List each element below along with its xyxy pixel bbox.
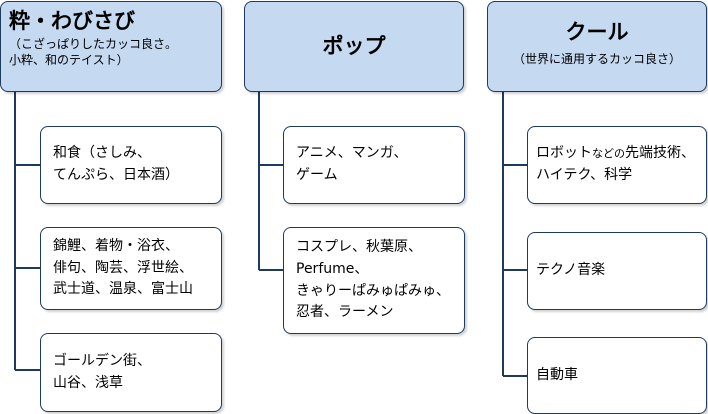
group-subtitle: （こざっぱりしたカッコ良さ。 小粋、和のテイスト） <box>9 37 178 68</box>
item-box-places: ゴールデン街、 山谷、浅草 <box>40 333 222 412</box>
item-text: コスプレ、秋葉原、 Perfume、 きゃりーぱみゅぱみゅ、 忍者、ラーメン <box>296 239 450 321</box>
item-box-anime: アニメ、マンガ、 ゲーム <box>283 126 465 204</box>
group-header-pop: ポップ <box>244 1 464 92</box>
item-box-traditional-culture: 錦鯉、着物・浴衣、 俳句、陶芸、浮世絵、 武士道、温泉、富士山 <box>40 227 222 310</box>
item-box-automobile: 自動車 <box>527 337 707 414</box>
group-header-iki: 粋・わびさび （こざっぱりしたカッコ良さ。 小粋、和のテイスト） <box>0 1 222 92</box>
item-text: ロボットなどの先端技術、 ハイテク、科学 <box>536 143 695 186</box>
item-box-pop-culture: コスプレ、秋葉原、 Perfume、 きゃりーぱみゅぱみゅ、 忍者、ラーメン <box>283 227 465 334</box>
group-header-cool: クール （世界に通用するカッコ良さ） <box>487 1 707 92</box>
item-box-techno-music: テクノ音楽 <box>527 232 707 310</box>
item-box-washoku: 和食（さしみ、 てんぷら、日本酒） <box>40 126 222 204</box>
item-text-main: ロボット <box>536 145 592 162</box>
group-subtitle: （世界に通用するカッコ良さ） <box>512 52 681 67</box>
item-text: テクノ音楽 <box>536 262 606 279</box>
item-text: 和食（さしみ、 てんぷら、日本酒） <box>53 145 179 183</box>
item-text: 錦鯉、着物・浴衣、 俳句、陶芸、浮世絵、 武士道、温泉、富士山 <box>53 237 193 298</box>
item-text-small: などの <box>592 147 625 161</box>
item-text-rest: 先端技術、 ハイテク、科学 <box>536 145 695 183</box>
group-title: 粋・わびさび <box>9 9 135 33</box>
item-text: アニメ、マンガ、 ゲーム <box>296 145 408 183</box>
group-title: クール <box>565 20 629 44</box>
item-box-technology: ロボットなどの先端技術、 ハイテク、科学 <box>527 126 707 204</box>
item-text: 自動車 <box>536 366 578 383</box>
group-title: ポップ <box>322 33 386 58</box>
item-text: ゴールデン街、 山谷、浅草 <box>53 352 151 391</box>
